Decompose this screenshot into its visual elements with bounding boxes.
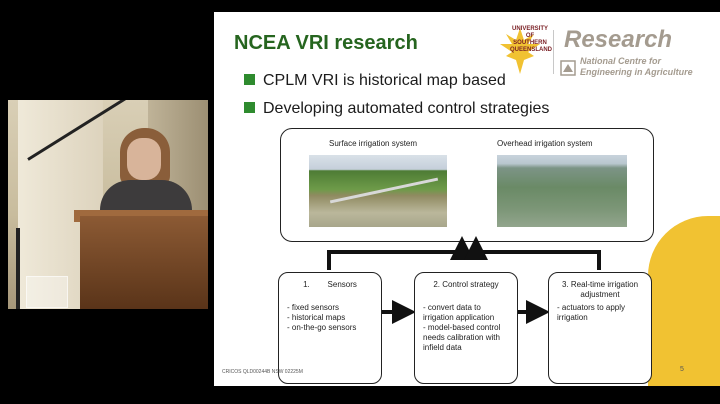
control-strategy-list: - convert data to irrigation application…: [423, 303, 513, 353]
list-item: - convert data to irrigation application: [423, 303, 513, 323]
speaker-face: [127, 138, 161, 180]
sensors-title: 1. Sensors: [285, 280, 375, 290]
microphone-stand: [16, 228, 20, 309]
speaker-video: [8, 100, 208, 309]
sensors-box: 1. Sensors - fixed sensors - historical …: [278, 272, 382, 384]
realtime-adjustment-list: - actuators to apply irrigation: [557, 303, 647, 323]
list-item: - actuators to apply irrigation: [557, 303, 647, 323]
list-item: - model-based control needs calibration …: [423, 323, 513, 353]
page-number: 5: [680, 366, 684, 373]
water-glasses: [26, 276, 68, 308]
control-strategy-title: 2. Control strategy: [421, 280, 511, 290]
realtime-adjustment-title: 3. Real-time irrigation adjustment: [555, 280, 645, 300]
arrow-up-right: [476, 244, 599, 270]
control-strategy-box: 2. Control strategy - convert data to ir…: [414, 272, 518, 384]
list-item: - historical maps: [287, 313, 377, 323]
list-item: - on-the-go sensors: [287, 323, 377, 333]
podium: [80, 216, 208, 309]
realtime-adjustment-box: 3. Real-time irrigation adjustment - act…: [548, 272, 652, 384]
cricos-footer: CRICOS QLD00244B NSW 02225M: [222, 369, 303, 375]
sensors-list: - fixed sensors - historical maps - on-t…: [287, 303, 377, 333]
list-item: - fixed sensors: [287, 303, 377, 313]
presentation-slide: NCEA VRI research UNIVERSITY OF SOUTHERN…: [214, 12, 720, 386]
